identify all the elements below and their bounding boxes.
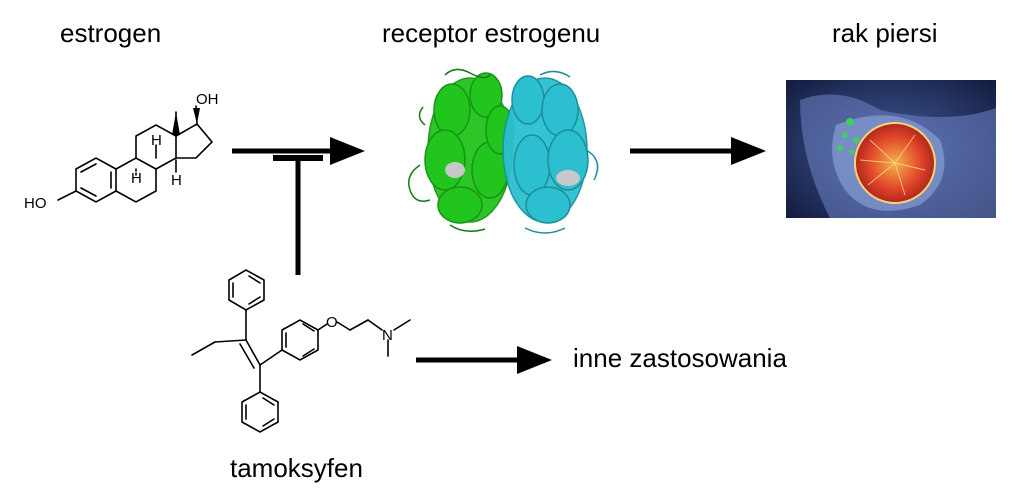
- tamoxifen-n-label: N: [382, 327, 393, 344]
- tamoxifen-label: tamoksyfen: [230, 453, 363, 483]
- estradiol-h-label-2: H: [131, 170, 142, 187]
- estradiol-h-label-3: H: [171, 172, 182, 189]
- ligand-right: [556, 170, 580, 186]
- cancer-label: rak piersi: [832, 18, 938, 48]
- estrogen-label: estrogen: [60, 18, 162, 48]
- receptor-label: receptor estrogenu: [382, 18, 601, 48]
- other-uses-label: inne zastosowania: [573, 343, 787, 373]
- estradiol-oh-label: OH: [196, 91, 219, 108]
- tamoxifen-to-other-uses-arrowhead: [517, 346, 552, 374]
- estrogen-to-receptor-arrowhead: [330, 137, 365, 165]
- receptor-to-cancer-arrowhead: [731, 137, 766, 165]
- tamoxifen-o-label: O: [326, 314, 338, 331]
- receptor-chain-a: [424, 72, 515, 224]
- estradiol-h-label-1: H: [151, 132, 162, 149]
- estradiol-ho-label: HO: [24, 195, 47, 212]
- ligand-left: [445, 162, 465, 178]
